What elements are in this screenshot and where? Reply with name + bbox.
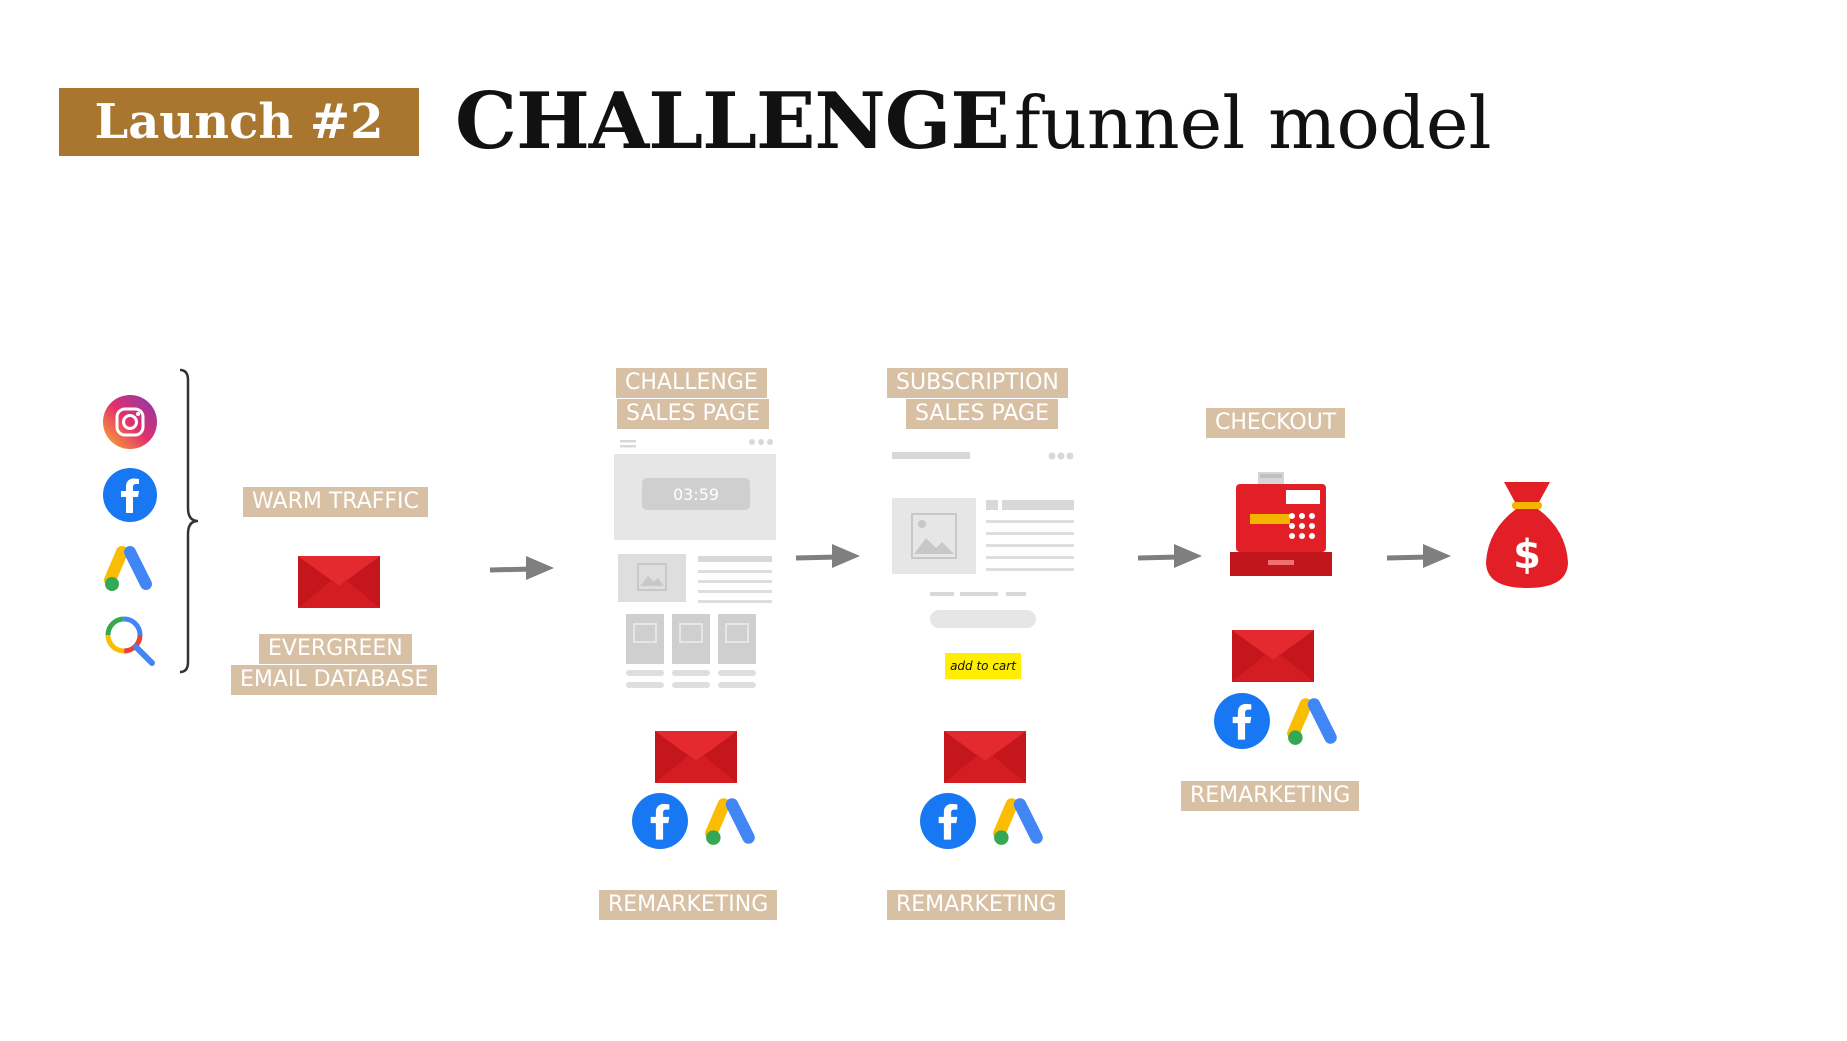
money-bag-icon: $ <box>1486 482 1568 588</box>
launch-badge: Launch #2 <box>59 88 419 156</box>
svg-text:$: $ <box>1513 532 1541 578</box>
email-database-label-line1: EVERGREEN <box>259 634 412 664</box>
email-database-label-line2: EMAIL DATABASE <box>231 665 438 695</box>
envelope-icon <box>655 731 737 783</box>
envelope-icon <box>298 556 380 608</box>
challenge-remarketing-label: REMARKETING <box>599 890 778 920</box>
challenge-timer: 03:59 <box>673 485 719 504</box>
envelope-icon <box>1232 630 1314 682</box>
grouping-brace <box>179 368 199 674</box>
instagram-icon <box>103 395 157 449</box>
cash-register-icon <box>1230 472 1332 576</box>
subscription-page-label-line1: SUBSCRIPTION <box>887 368 1068 398</box>
checkout-remarketing-label: REMARKETING <box>1181 781 1360 811</box>
flow-arrow <box>1386 544 1451 568</box>
add-to-cart-button[interactable]: add to cart <box>945 653 1021 679</box>
flow-arrow <box>489 556 554 580</box>
google-ads-icon <box>104 546 152 591</box>
flow-arrow <box>1137 544 1202 568</box>
facebook-icon <box>920 793 976 849</box>
flow-arrow <box>795 544 860 568</box>
google-search-icon <box>105 616 155 666</box>
challenge-page-label-line1: CHALLENGE <box>616 368 767 398</box>
subscription-page-mockup <box>892 452 1074 574</box>
challenge-page-mockup: 03:59 <box>614 439 776 688</box>
google-ads-icon <box>1287 698 1337 745</box>
facebook-icon <box>632 793 688 849</box>
subscription-remarketing-label: REMARKETING <box>887 890 1066 920</box>
envelope-icon <box>944 731 1026 783</box>
facebook-icon <box>1214 693 1270 749</box>
google-ads-icon <box>705 798 755 845</box>
warm-traffic-label: WARM TRAFFIC <box>243 487 428 517</box>
google-ads-icon <box>993 798 1043 845</box>
title-rest: funnel model <box>1013 81 1492 165</box>
subscription-page-label-line2: SALES PAGE <box>906 399 1059 429</box>
subscription-page-footer-mockup <box>930 592 1036 628</box>
checkout-label: CHECKOUT <box>1206 408 1346 438</box>
facebook-icon <box>103 468 157 522</box>
challenge-page-label-line2: SALES PAGE <box>617 399 770 429</box>
title-strong: CHALLENGE <box>455 76 1010 167</box>
page-title: CHALLENGE funnel model <box>455 72 1492 172</box>
